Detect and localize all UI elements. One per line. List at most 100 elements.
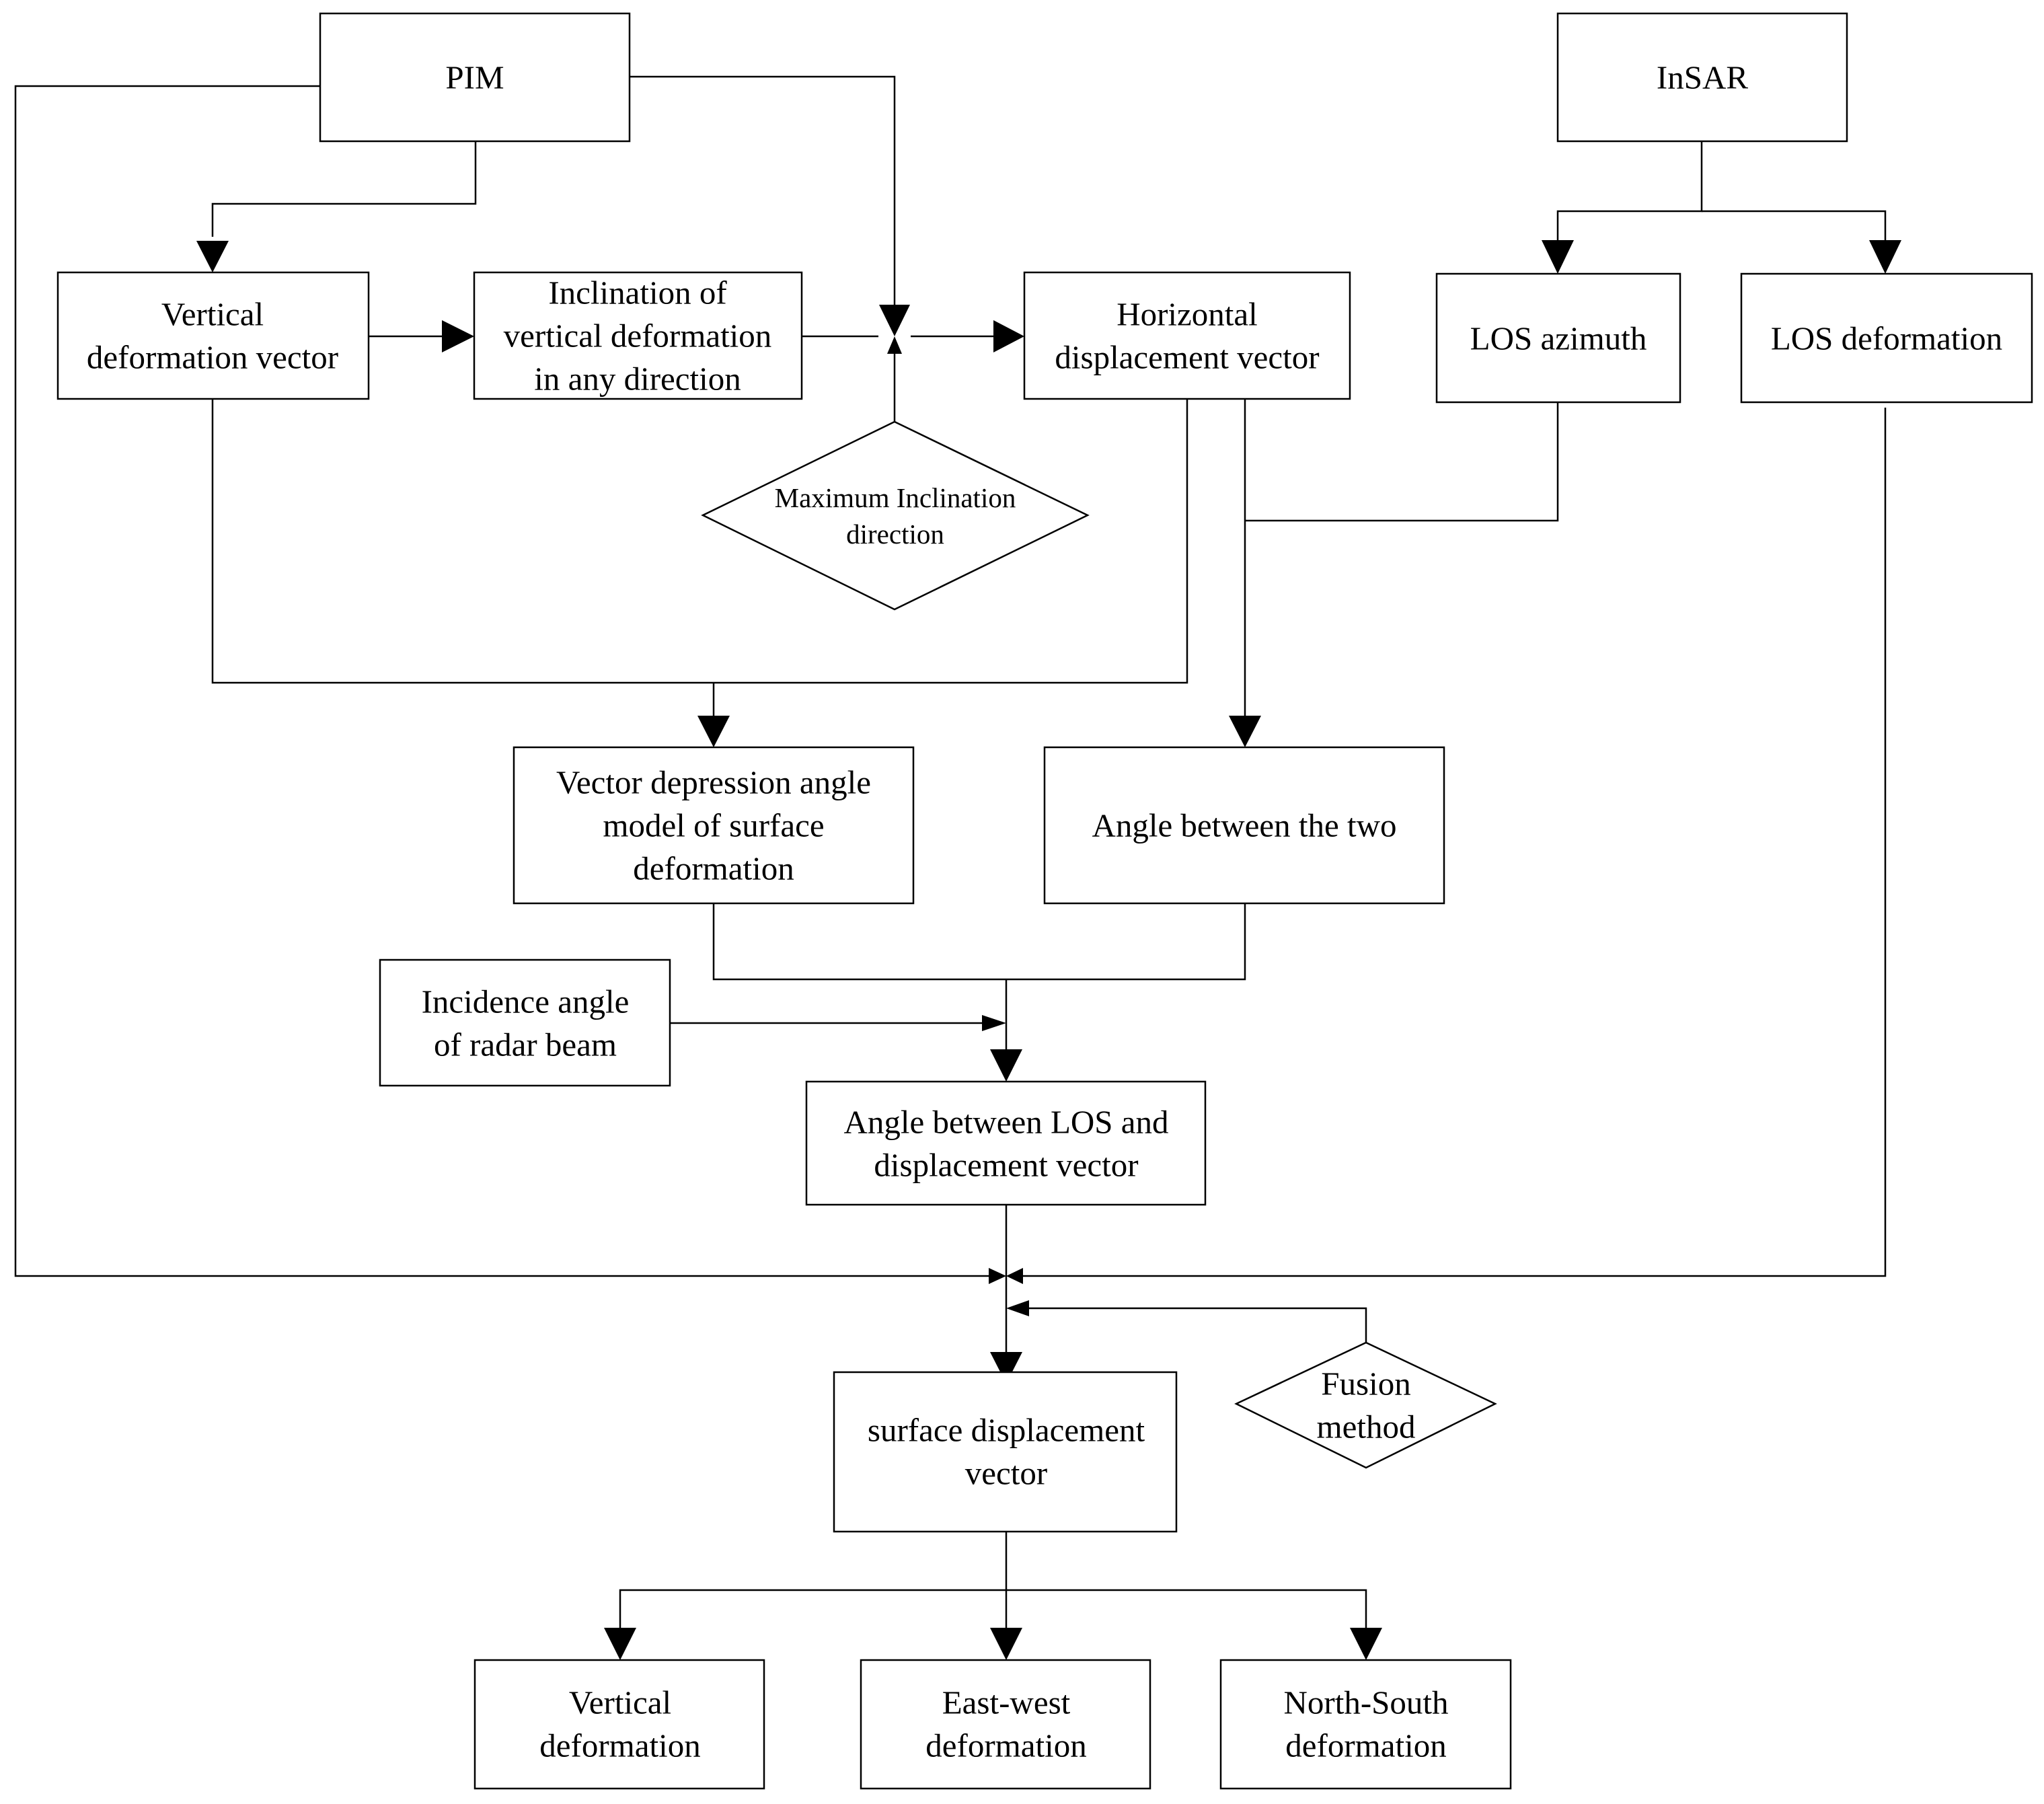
labels: PIM InSAR Vertical deformation vector Inc… (87, 59, 2002, 1764)
label-line: deformation (633, 850, 794, 887)
arrowhead-down-junction-a (879, 305, 910, 336)
shapes (56, 12, 2033, 1790)
label-line: Incidence angle (422, 983, 630, 1020)
arrowhead-down-surface (990, 1352, 1022, 1384)
label-line: displacement vector (874, 1147, 1138, 1184)
label-line: vector (965, 1455, 1047, 1492)
horizontal-vector-label: Horizontal displacement vector (1055, 296, 1319, 376)
pim-box (319, 12, 631, 143)
connector-los-deformation-bus (1023, 408, 1887, 1277)
arrowhead-down-out-vertical (604, 1628, 636, 1660)
label-line: surface displacement (868, 1412, 1145, 1449)
angle-two-label: Angle between the two (1092, 807, 1396, 844)
label-line: vertical deformation (504, 317, 772, 354)
arrowhead-down-angle-los (990, 1049, 1022, 1082)
arrowhead-down-depression (697, 716, 730, 747)
incidence-angle-label: Incidence angle of radar beam (422, 983, 630, 1063)
depression-model-label: Vector depression angle model of surface d… (556, 764, 871, 887)
arrowhead-right-inclination (442, 320, 474, 352)
depression-model-box (513, 746, 915, 905)
fusion-method-diamond (1234, 1341, 1497, 1469)
connector-insar-to-los-deformation (1702, 210, 1887, 240)
label-line: East-west (942, 1684, 1071, 1721)
arrowhead-down-out-north-south (1350, 1628, 1382, 1660)
label-line: LOS azimuth (1470, 320, 1647, 357)
connectors (14, 75, 1887, 1628)
inclination-box (473, 271, 803, 400)
insar-box (1556, 12, 1848, 143)
insar-label: InSAR (1657, 59, 1748, 96)
label-line: deformation (539, 1727, 700, 1764)
surface-vector-box (833, 1371, 1178, 1533)
fusion-method-label: Fusion method (1317, 1365, 1416, 1445)
out-east-west-label: East-west deformation (925, 1684, 1086, 1764)
surface-vector-label: surface displacement vector (868, 1412, 1145, 1492)
arrowhead-down-los-deformation (1869, 240, 1901, 274)
label-line: LOS deformation (1771, 320, 2002, 357)
label-line: Angle between LOS and (843, 1104, 1168, 1141)
connector-los-azimuth-to-angle-bus (1245, 402, 1559, 522)
connector-insar-split (1556, 141, 1703, 240)
label-line: North-South (1284, 1684, 1449, 1721)
label-line: Fusion (1321, 1365, 1410, 1402)
connector-pim-to-vertical-vector (211, 141, 477, 237)
label-line: deformation vector (87, 339, 338, 376)
out-vertical-label: Vertical deformation (539, 1684, 700, 1764)
label-line: Maximum Inclination (775, 482, 1016, 513)
angle-los-box (805, 1080, 1207, 1206)
arrowhead-down-vertical-vector (196, 241, 229, 272)
inclination-label: Inclination of vertical deformation in any… (504, 274, 772, 398)
connector-vertical-and-horizontal-to-depression (211, 399, 1188, 684)
angle-two-box (1043, 746, 1445, 905)
arrowhead-down-los-azimuth (1542, 240, 1574, 274)
los-azimuth-box (1435, 272, 1681, 404)
label-line: deformation (1285, 1727, 1446, 1764)
arrowhead-right-incidence (982, 1015, 1006, 1031)
label-line: displacement vector (1055, 339, 1319, 376)
label-line: model of surface (603, 807, 824, 844)
label-line: Inclination of (548, 274, 727, 311)
label-line: Vector depression angle (556, 764, 871, 801)
out-north-south-box (1219, 1659, 1512, 1790)
horizontal-vector-box (1023, 271, 1351, 400)
los-deformation-box (1740, 272, 2033, 404)
max-inclination-label: Maximum Inclination direction (775, 482, 1016, 550)
arrowhead-down-angle-two (1229, 716, 1261, 747)
label-line: Vertical (569, 1684, 671, 1721)
connector-surface-to-north-south (1006, 1589, 1367, 1628)
arrowhead-left-fusion (1006, 1300, 1029, 1316)
connector-pim-left-bus (14, 85, 989, 1277)
label-line: method (1317, 1408, 1416, 1445)
label-line: Angle between the two (1092, 807, 1396, 844)
out-vertical-box (474, 1659, 765, 1790)
arrowhead-right-horizontal (993, 320, 1024, 352)
label-line: direction (846, 519, 944, 550)
out-north-south-label: North-South deformation (1284, 1684, 1449, 1764)
connector-surface-split (619, 1532, 1008, 1628)
pim-label: PIM (445, 59, 504, 96)
vertical-vector-box (56, 271, 370, 400)
arrowhead-up-junction-a (887, 336, 902, 354)
arrowhead-down-out-east-west (990, 1628, 1022, 1660)
arrowhead-right-junction-b (989, 1268, 1006, 1284)
arrowheads (196, 240, 1901, 1660)
max-inclination-diamond (701, 420, 1090, 611)
los-deformation-label: LOS deformation (1771, 320, 2002, 357)
label-line: deformation (925, 1727, 1086, 1764)
label-line: of radar beam (434, 1026, 617, 1063)
vertical-vector-label: Vertical deformation vector (87, 296, 338, 376)
out-east-west-box (860, 1659, 1151, 1790)
los-azimuth-label: LOS azimuth (1470, 320, 1647, 357)
connector-depression-and-angle-two-join (712, 903, 1246, 981)
incidence-angle-box (379, 959, 671, 1087)
label-line: PIM (445, 59, 504, 96)
angle-los-label: Angle between LOS and displacement vector (843, 1104, 1168, 1184)
label-line: Horizontal (1116, 296, 1258, 333)
arrowhead-left-junction-b (1006, 1268, 1023, 1284)
label-line: Vertical (161, 296, 264, 333)
label-line: InSAR (1657, 59, 1748, 96)
connector-pim-to-junction-a (630, 75, 896, 309)
connector-fusion-to-surface (1029, 1307, 1367, 1343)
label-line: in any direction (534, 361, 741, 398)
